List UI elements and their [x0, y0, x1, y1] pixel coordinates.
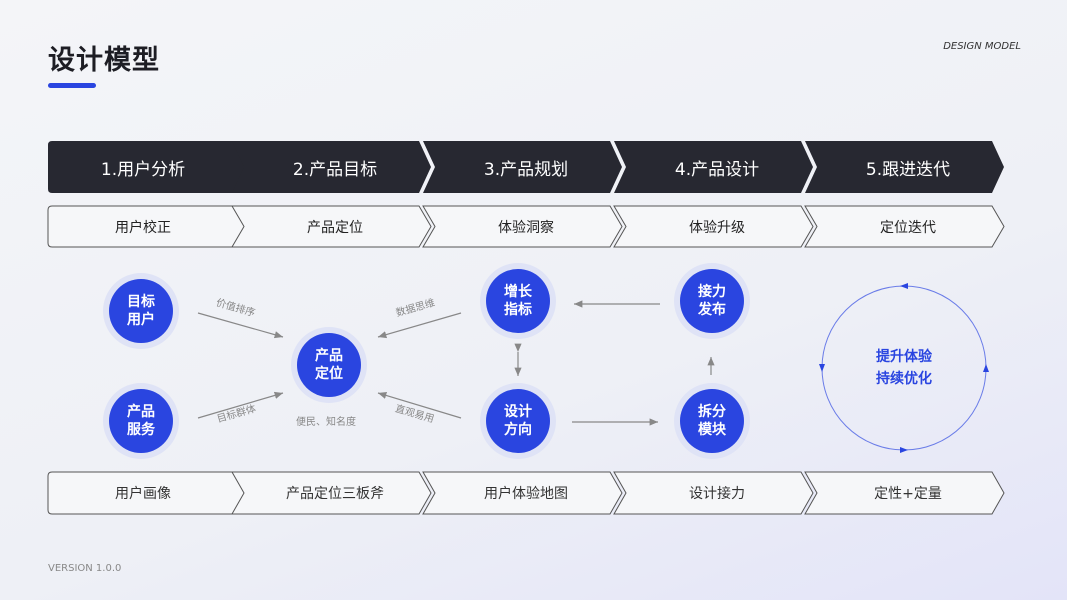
node-line: 拆分 — [698, 404, 726, 420]
node-circle — [109, 279, 173, 343]
node-design-direction: 设计方向 — [486, 389, 550, 453]
sub-step-chevron — [422, 205, 623, 248]
cycle-arrow-icon — [900, 447, 908, 453]
sub-step-chevron — [47, 205, 248, 248]
cycle-arrow-icon — [900, 283, 908, 289]
node-split-modules: 拆分模块 — [680, 389, 744, 453]
bottom-step-chevron — [613, 471, 814, 515]
cycle-line: 提升体验 — [876, 349, 932, 365]
node-line: 服务 — [127, 422, 155, 438]
sub-step-chevron — [613, 205, 814, 248]
node-line: 接力 — [698, 284, 726, 300]
sub-step-4: 体验升级 — [689, 219, 745, 236]
node-handoff: 接力发布 — [680, 269, 744, 333]
node-line: 设计 — [504, 404, 532, 420]
node-line: 目标 — [127, 294, 155, 310]
node-line: 发布 — [698, 302, 726, 318]
step-chevron — [423, 141, 622, 193]
step-4: 4.产品设计 — [674, 159, 760, 180]
step-chevron — [232, 141, 431, 193]
bottom-step-5: 定性+定量 — [874, 486, 942, 502]
bottom-step-3: 用户体验地图 — [484, 486, 568, 502]
flow-arrow — [197, 312, 284, 339]
node-growth-metrics: 增长指标 — [486, 269, 550, 333]
cycle-line: 持续优化 — [876, 371, 932, 387]
step-1: 1.用户分析 — [100, 159, 186, 180]
cycle-arrow-icon — [983, 364, 989, 372]
sub-step-3: 体验洞察 — [498, 219, 554, 236]
node-product-position: 产品定位 — [297, 333, 361, 397]
step-3: 3.产品规划 — [483, 159, 569, 180]
node-line: 定位 — [315, 366, 343, 382]
node-circle — [109, 389, 173, 453]
bottom-step-4: 设计接力 — [689, 486, 745, 502]
node-line: 指标 — [504, 302, 532, 318]
node-line: 产品 — [127, 404, 155, 420]
node-product-service: 产品服务 — [109, 389, 173, 453]
node-line: 增长 — [504, 284, 532, 300]
sub-step-5: 定位迭代 — [880, 219, 936, 236]
bottom-step-2: 产品定位三板斧 — [286, 486, 384, 502]
bottom-step-chevron — [231, 471, 432, 515]
sub-step-2: 产品定位 — [307, 219, 363, 236]
flow-arrow — [377, 312, 462, 339]
step-chevron — [614, 141, 813, 193]
flow-arrow — [197, 391, 284, 419]
node-target-users: 目标用户 — [109, 279, 173, 343]
edge-label-convenience: 便民、知名度 — [296, 417, 356, 428]
node-line: 用户 — [127, 312, 155, 328]
step-chevron — [805, 141, 1004, 193]
node-circle — [680, 389, 744, 453]
cycle-arrow-icon — [819, 364, 825, 372]
bottom-step-chevron — [804, 471, 1005, 515]
bottom-step-chevron — [422, 471, 623, 515]
cycle-label: 提升体验持续优化 — [844, 346, 964, 390]
bottom-step-chevron — [47, 471, 248, 515]
sub-step-chevron — [231, 205, 432, 248]
node-circle — [486, 389, 550, 453]
step-2: 2.产品目标 — [292, 159, 378, 180]
node-line: 产品 — [315, 348, 343, 364]
step-chevron — [48, 141, 247, 193]
node-line: 模块 — [698, 422, 726, 438]
page-title: 设计模型 — [48, 45, 160, 76]
sub-step-1: 用户校正 — [115, 219, 171, 236]
step-5: 5.跟进迭代 — [865, 159, 951, 180]
node-circle — [486, 269, 550, 333]
version-label: VERSION 1.0.0 — [48, 563, 122, 574]
header-tag: DESIGN MODEL — [943, 41, 1021, 52]
title-underline — [48, 83, 96, 88]
node-line: 方向 — [504, 422, 532, 438]
node-circle — [297, 333, 361, 397]
flow-arrow — [377, 391, 462, 419]
bottom-step-1: 用户画像 — [115, 486, 171, 502]
node-circle — [680, 269, 744, 333]
sub-step-chevron — [804, 205, 1005, 248]
